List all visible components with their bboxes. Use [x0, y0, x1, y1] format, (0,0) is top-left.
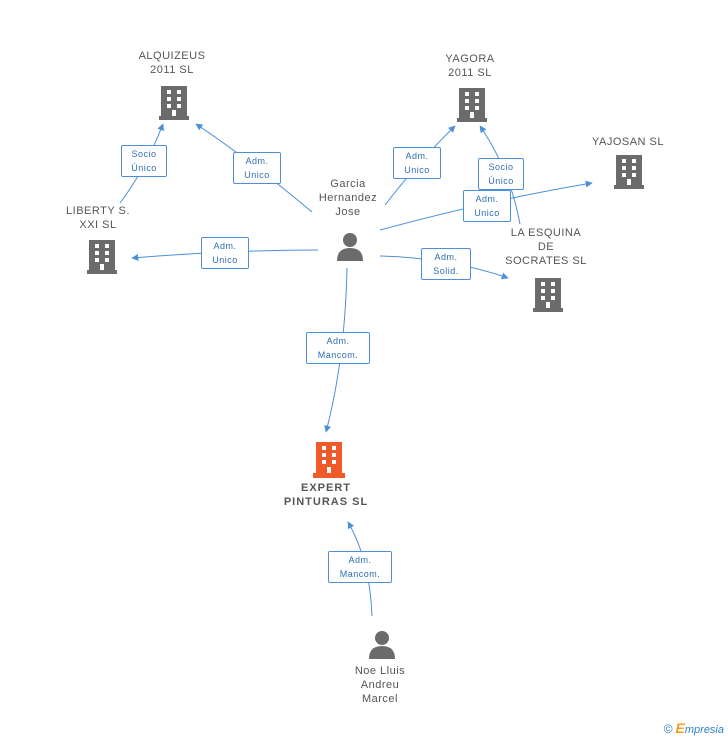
edge-label-adm-esquina: Adm. Solid. — [421, 248, 471, 280]
brand-name: mpresia — [684, 724, 724, 736]
building-icon-expert — [313, 440, 345, 483]
company-label-esquina[interactable]: LA ESQUINA DE SOCRATES SL — [505, 227, 587, 267]
company-label-yagora[interactable]: YAGORA 2011 SL — [445, 53, 495, 79]
building-icon-yajosan — [614, 153, 644, 194]
brand-initial: E — [675, 720, 685, 736]
edge-label-adm-yajosan: Adm. Unico — [463, 190, 511, 222]
person-icon-noe — [367, 629, 397, 664]
building-icon-alquizeus — [159, 84, 189, 125]
person-label-noe[interactable]: Noe Lluis Andreu Marcel — [354, 665, 406, 705]
building-icon-esquina — [533, 276, 563, 317]
edge-label-adm-expert-noe: Adm. Mancom. — [328, 551, 392, 583]
edge-label-socio-alquizeus: Socio Único — [121, 145, 167, 177]
person-icon-garcia — [335, 231, 365, 266]
edge-label-adm-yagora: Adm. Unico — [393, 147, 441, 179]
edge-label-adm-expert-garcia: Adm. Mancom. — [306, 332, 370, 364]
company-label-expert[interactable]: EXPERT PINTURAS SL — [283, 482, 369, 508]
building-icon-yagora — [457, 86, 487, 127]
person-label-garcia[interactable]: Garcia Hernandez Jose — [318, 178, 378, 218]
company-label-liberty[interactable]: LIBERTY S. XXI SL — [66, 205, 130, 231]
edge-label-adm-liberty: Adm. Unico — [201, 237, 249, 269]
building-icon-liberty — [87, 238, 117, 279]
edge-label-adm-alquizeus: Adm. Unico — [233, 152, 281, 184]
edge-label-socio-yagora: Socio Único — [478, 158, 524, 190]
copyright-icon: © — [663, 722, 673, 736]
company-label-alquizeus[interactable]: ALQUIZEUS 2011 SL — [138, 50, 206, 76]
footer-brand: ©Empresia — [664, 720, 724, 736]
company-label-yajosan[interactable]: YAJOSAN SL — [591, 136, 665, 148]
